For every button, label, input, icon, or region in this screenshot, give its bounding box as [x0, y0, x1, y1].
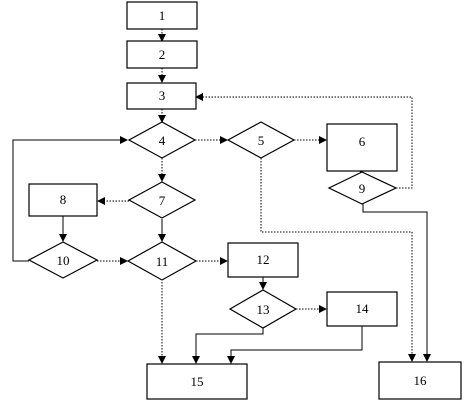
node-10: 10 — [27, 241, 99, 279]
node-5-label: 5 — [258, 133, 265, 148]
node-12-label: 12 — [257, 252, 270, 267]
node-2-label: 2 — [159, 47, 166, 62]
node-5: 5 — [226, 121, 296, 159]
node-9: 9 — [327, 171, 398, 205]
node-16-label: 16 — [414, 373, 428, 388]
node-7: 7 — [127, 181, 197, 219]
edge-14-to-15 — [227, 326, 363, 364]
node-6: 6 — [326, 123, 398, 172]
node-14: 14 — [326, 291, 398, 327]
edge-13-to-15 — [192, 327, 264, 364]
node-13: 13 — [228, 289, 298, 329]
node-2: 2 — [126, 40, 198, 69]
node-16: 16 — [378, 361, 462, 400]
edges — [12, 29, 431, 364]
edge-9-to-3 — [195, 93, 413, 189]
node-13-label: 13 — [257, 302, 270, 317]
node-7-label: 7 — [159, 193, 166, 208]
node-15: 15 — [146, 363, 248, 400]
node-1: 1 — [126, 1, 198, 30]
node-9-label: 9 — [359, 181, 366, 196]
node-12: 12 — [227, 242, 299, 278]
node-6-label: 6 — [359, 134, 366, 149]
node-8: 8 — [28, 183, 98, 217]
node-15-label: 15 — [191, 374, 204, 389]
node-8-label: 8 — [60, 192, 67, 207]
edge-10-to-4 — [12, 136, 128, 262]
node-3-label: 3 — [159, 88, 166, 103]
node-4-label: 4 — [159, 133, 166, 148]
node-3: 3 — [126, 82, 197, 110]
edge-9-to-16 — [362, 204, 431, 362]
node-1-label: 1 — [159, 8, 166, 23]
edge-5-to-16 — [260, 158, 416, 362]
node-11-label: 11 — [156, 254, 169, 269]
node-4: 4 — [127, 121, 197, 159]
node-10-label: 10 — [57, 253, 70, 268]
node-11: 11 — [126, 241, 198, 281]
node-14-label: 14 — [356, 301, 370, 316]
